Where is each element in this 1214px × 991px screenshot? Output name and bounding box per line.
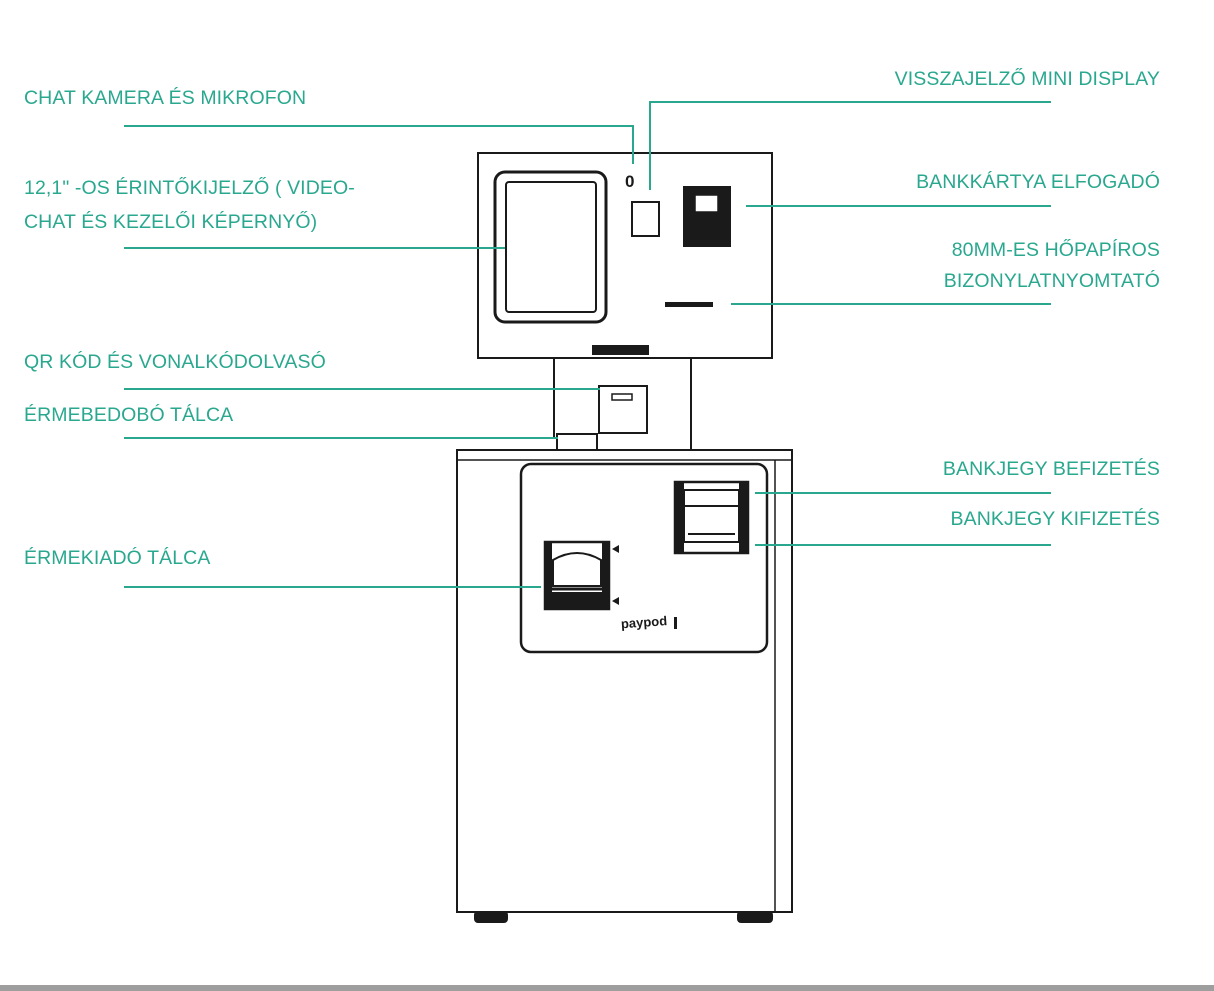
label-note-payout: BANKJEGY KIFIZETÉS [950, 508, 1160, 530]
cabinet-foot-right [737, 911, 773, 923]
banknote-frame-fill [676, 483, 684, 552]
qr-scanner-window [611, 393, 633, 401]
qr-scanner [598, 385, 648, 434]
label-touchscreen-line2: CHAT ÉS KEZELŐI KÉPERNYŐ) [24, 211, 318, 233]
label-qr-reader: QR KÓD ÉS VONALKÓDOLVASÓ [24, 351, 326, 373]
label-chat-camera: CHAT KAMERA ÉS MIKROFON [24, 87, 307, 109]
camera-lens-glyph: 0 [625, 172, 634, 191]
coin-dispense-cup [552, 552, 602, 587]
banknote-module [673, 480, 750, 555]
arrow-marker-upper [612, 545, 619, 553]
label-note-deposit: BANKJEGY BEFIZETÉS [942, 458, 1160, 480]
banknote-frame-fill-right [739, 483, 747, 552]
card-acceptor [683, 186, 731, 247]
label-card-acceptor: BANKKÁRTYA ELFOGADÓ [916, 171, 1160, 193]
front-panel [519, 462, 769, 654]
card-slot-window [694, 194, 719, 213]
cabinet-foot-left [474, 911, 508, 923]
label-mini-display: VISSZAJELZŐ MINI DISPLAY [894, 68, 1160, 90]
bottom-divider [0, 985, 1214, 991]
logo-bar [674, 617, 677, 629]
leader-chat-camera [124, 125, 634, 164]
arrow-marker-lower [612, 597, 619, 605]
head-base-plate [592, 345, 649, 355]
label-touchscreen-line1: 12,1" -OS ÉRINTŐKIJELZŐ ( VIDEO- [24, 177, 355, 199]
touchscreen-display [505, 181, 597, 313]
label-printer-line1: 80MM-ES HŐPAPÍROS [951, 239, 1160, 261]
receipt-printer-slot [665, 302, 713, 307]
kiosk-cabinet [456, 449, 793, 913]
mini-display [631, 201, 660, 237]
banknote-slot-lines [684, 505, 739, 535]
label-coin-insert: ÉRMEBEDOBÓ TÁLCA [24, 404, 234, 426]
leader-mini-display [649, 101, 1051, 190]
coin-frame-fill [546, 543, 552, 608]
coin-bottom-fill [546, 592, 608, 608]
label-printer-line2: BIZONYLATNYOMTATÓ [943, 270, 1160, 292]
coin-insert-tray [556, 433, 598, 450]
paypod-logo: paypod [620, 613, 667, 631]
coin-dispense-module [543, 540, 611, 611]
label-coin-dispense: ÉRMEKIADÓ TÁLCA [24, 547, 211, 569]
kiosk-neck [553, 358, 692, 450]
coin-frame-fill-right [602, 543, 608, 608]
